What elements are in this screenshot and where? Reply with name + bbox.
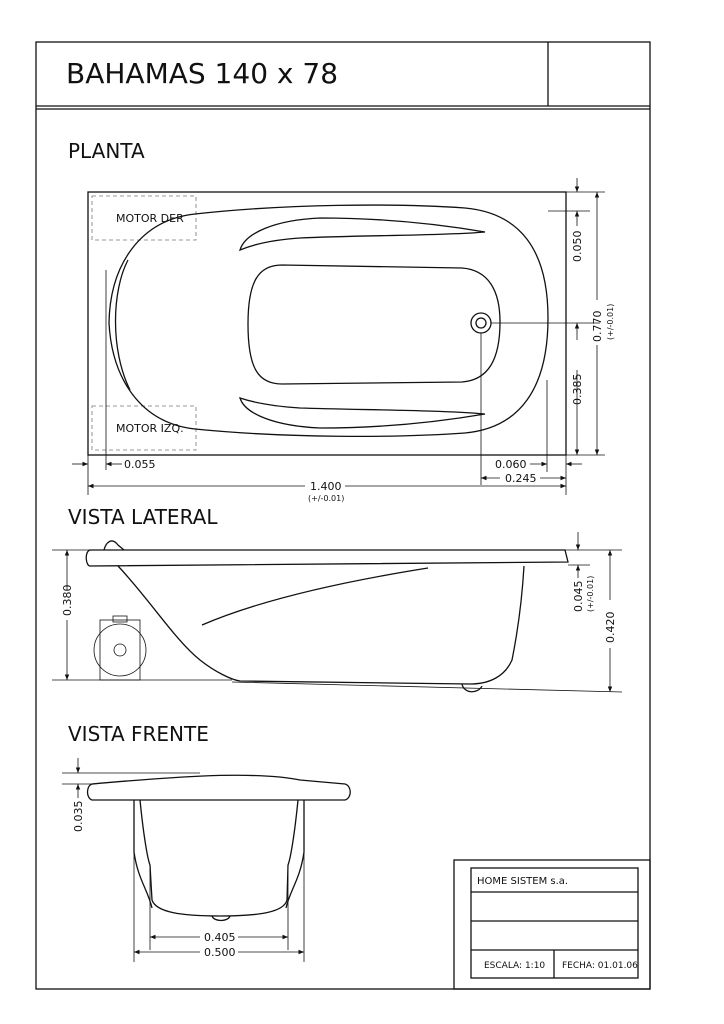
- dim-side-rim-tolerance: (+/-0.01): [586, 576, 595, 612]
- section-title-frente: VISTA FRENTE: [68, 722, 209, 746]
- company-name: HOME SISTEM s.a.: [477, 876, 568, 887]
- side-drain-foot: [461, 683, 483, 693]
- plan-outline: [87, 191, 567, 456]
- section-title-planta: PLANTA: [68, 139, 145, 163]
- dim-width-tolerance: (+/-0.01): [308, 494, 344, 503]
- scale-value: ESCALA: 1:10: [484, 961, 545, 971]
- dim-depth: 0.770: [591, 311, 604, 343]
- dim-side-rim: 0.045: [572, 581, 585, 613]
- tub-head-curve: [114, 259, 131, 391]
- dim-drain-x: 0.245: [505, 472, 537, 485]
- title-block: HOME SISTEM s.a. ESCALA: 1:10 FECHA: 01.…: [453, 859, 651, 990]
- front-outer-body: [133, 800, 153, 909]
- front-outer-body-right: [285, 800, 305, 909]
- tub-rim-outline: [108, 204, 549, 438]
- dim-drain-y: 0.385: [571, 374, 584, 406]
- plan-dimensions: 0.055 0.060 0.245 1.400 (+/-0.01) 0.050 …: [72, 178, 615, 503]
- sheet-border: [35, 41, 651, 990]
- tub-basin: [247, 264, 501, 385]
- drawing-title: BAHAMAS 140 x 78: [66, 57, 338, 90]
- motor-izq-box: [91, 405, 197, 451]
- dim-front-inner-width: 0.405: [204, 931, 236, 944]
- section-title-lateral: VISTA LATERAL: [68, 505, 218, 529]
- dim-left-offset: 0.055: [124, 458, 156, 471]
- dim-depth-tolerance: (+/-0.01): [606, 304, 615, 340]
- side-view: 0.380 0.045 (+/-0.01) 0.420: [52, 532, 623, 693]
- dim-side-height-left: 0.380: [61, 585, 74, 617]
- armrest-bottom: [238, 396, 486, 429]
- dim-front-rim: 0.035: [72, 801, 85, 833]
- plan-view: MOTOR DER MOTOR IZQ.: [87, 191, 600, 456]
- front-drain-foot: [211, 915, 231, 922]
- dim-width: 1.400: [310, 480, 342, 493]
- armrest-top: [238, 217, 486, 252]
- front-inner-tub: [139, 799, 299, 917]
- motor-izq-label: MOTOR IZQ.: [116, 422, 184, 435]
- dim-top-rim: 0.050: [571, 231, 584, 263]
- front-rim: [86, 774, 351, 801]
- floor-line-bottom: [231, 681, 623, 693]
- side-headrest: [103, 540, 125, 551]
- side-inner-line: [201, 567, 429, 626]
- dim-front-outer-width: 0.500: [204, 946, 236, 959]
- drain-outer: [470, 312, 492, 334]
- motor-der-box: [91, 195, 197, 241]
- date-value: FECHA: 01.01.06: [562, 961, 638, 971]
- dim-side-height-right: 0.420: [604, 612, 617, 644]
- dim-drain-offset: 0.060: [495, 458, 527, 471]
- drain-icon: [475, 317, 487, 329]
- side-rim: [85, 549, 569, 567]
- title-block-outer: [453, 859, 651, 990]
- front-view: 0.035 0.405 0.500: [62, 758, 351, 962]
- motor-icon: [93, 615, 147, 681]
- side-body: [117, 565, 525, 685]
